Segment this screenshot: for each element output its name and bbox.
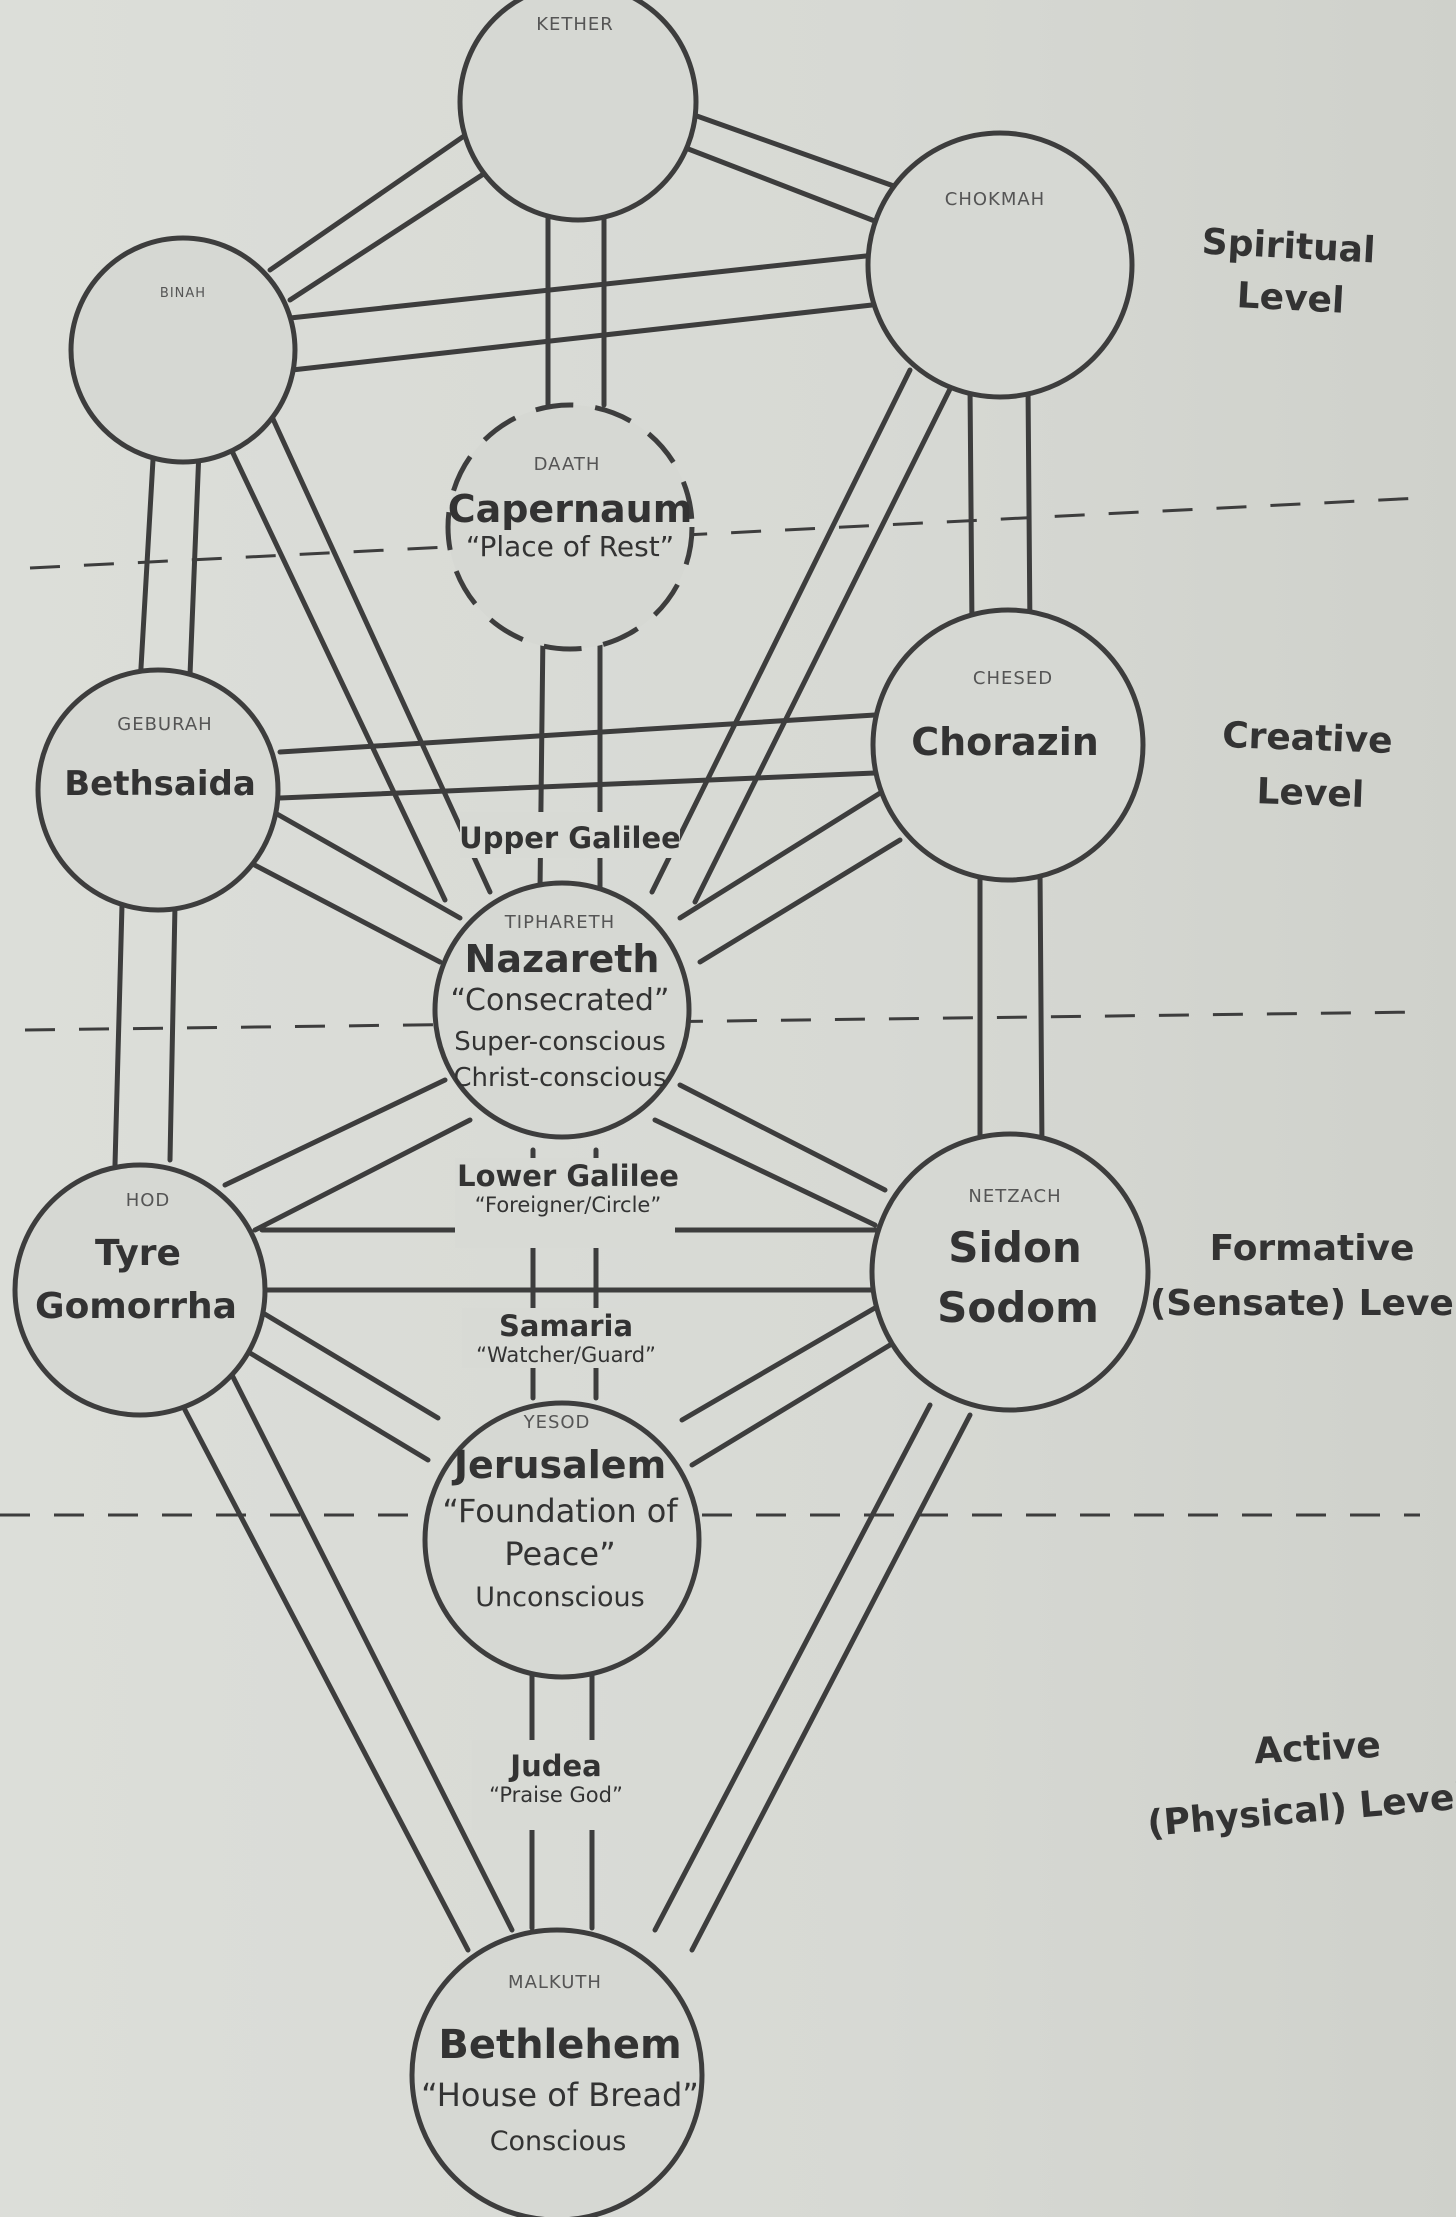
daath-node xyxy=(445,402,695,652)
netzach-label: NETZACH xyxy=(968,1186,1061,1207)
active-level-line1: Active xyxy=(1253,1725,1382,1773)
formative-level-line2: (Sensate) Level xyxy=(1150,1283,1456,1324)
node-labels: KETHER CHOKMAH BINAH DAATH Capernaum “Pl… xyxy=(35,14,1099,2157)
active-level-line2: (Physical) Level xyxy=(1146,1776,1456,1845)
geburah-label: GEBURAH xyxy=(117,714,212,735)
formative-level-line1: Formative xyxy=(1210,1228,1415,1269)
sephirot xyxy=(12,0,1151,2217)
daath-meaning: “Place of Rest” xyxy=(466,530,674,563)
malkuth-node xyxy=(409,1927,705,2217)
geburah-node xyxy=(35,667,281,913)
upper-galilee-label: Upper Galilee xyxy=(459,821,681,855)
netzach-city2: Sodom xyxy=(937,1283,1099,1332)
geburah-city: Bethsaida xyxy=(64,764,256,804)
divider-spiritual-creative xyxy=(29,496,1421,570)
malkuth-city: Bethlehem xyxy=(438,2022,681,2068)
binah-label: BINAH xyxy=(160,286,206,301)
netzach-node xyxy=(869,1131,1151,1413)
yesod-line1: Unconscious xyxy=(475,1582,644,1613)
kether-node xyxy=(457,0,699,223)
daath-city: Capernaum xyxy=(448,487,693,531)
lower-galilee-label: Lower Galilee xyxy=(457,1159,679,1193)
hod-city1: Tyre xyxy=(95,1233,181,1274)
spiritual-level-line1: Spiritual xyxy=(1201,222,1377,272)
chokmah-node xyxy=(865,130,1135,400)
tiphareth-city: Nazareth xyxy=(465,937,660,981)
samaria-meaning: “Watcher/Guard” xyxy=(476,1343,656,1367)
chesed-label: CHESED xyxy=(973,668,1053,689)
malkuth-meaning: “House of Bread” xyxy=(421,2076,699,2114)
divider-creative-formative xyxy=(24,1010,1421,1032)
hod-city2: Gomorrha xyxy=(35,1286,237,1327)
chokmah-label: CHOKMAH xyxy=(945,189,1045,210)
tiphareth-label: TIPHARETH xyxy=(504,912,615,933)
yesod-label: YESOD xyxy=(523,1412,591,1433)
netzach-city1: Sidon xyxy=(948,1223,1081,1272)
hod-label: HOD xyxy=(126,1190,171,1211)
samaria-label: Samaria xyxy=(499,1309,633,1343)
yesod-node xyxy=(422,1400,702,1680)
spiritual-level-line2: Level xyxy=(1236,275,1346,322)
tiphareth-node xyxy=(432,880,692,1140)
kether-label: KETHER xyxy=(536,14,614,35)
tiphareth-line2: Christ-conscious xyxy=(453,1063,666,1093)
label-backdrops xyxy=(455,812,680,1830)
yesod-meaning1: “Foundation of xyxy=(442,1492,678,1530)
daath-label: DAATH xyxy=(534,454,601,475)
yesod-meaning2: Peace” xyxy=(504,1535,615,1573)
yesod-city: Jerusalem xyxy=(451,1443,666,1487)
lower-galilee-meaning: “Foreigner/Circle” xyxy=(475,1193,661,1217)
level-dividers xyxy=(0,496,1421,1517)
creative-level-line1: Creative xyxy=(1222,715,1394,762)
chesed-node xyxy=(870,607,1146,883)
judea-meaning: “Praise God” xyxy=(489,1783,623,1807)
chesed-city: Chorazin xyxy=(911,720,1099,764)
creative-level-line2: Level xyxy=(1256,771,1365,816)
level-labels: Spiritual Level Creative Level Formative… xyxy=(1146,222,1456,1845)
hod-node xyxy=(12,1162,268,1418)
malkuth-line1: Conscious xyxy=(490,2126,627,2157)
malkuth-label: MALKUTH xyxy=(508,1972,602,1993)
tiphareth-meaning: “Consecrated” xyxy=(451,983,670,1018)
region-labels: Upper Galilee Lower Galilee “Foreigner/C… xyxy=(457,821,681,1807)
binah-node xyxy=(68,235,298,465)
tiphareth-line1: Super-conscious xyxy=(454,1027,666,1057)
judea-label: Judea xyxy=(508,1749,601,1783)
